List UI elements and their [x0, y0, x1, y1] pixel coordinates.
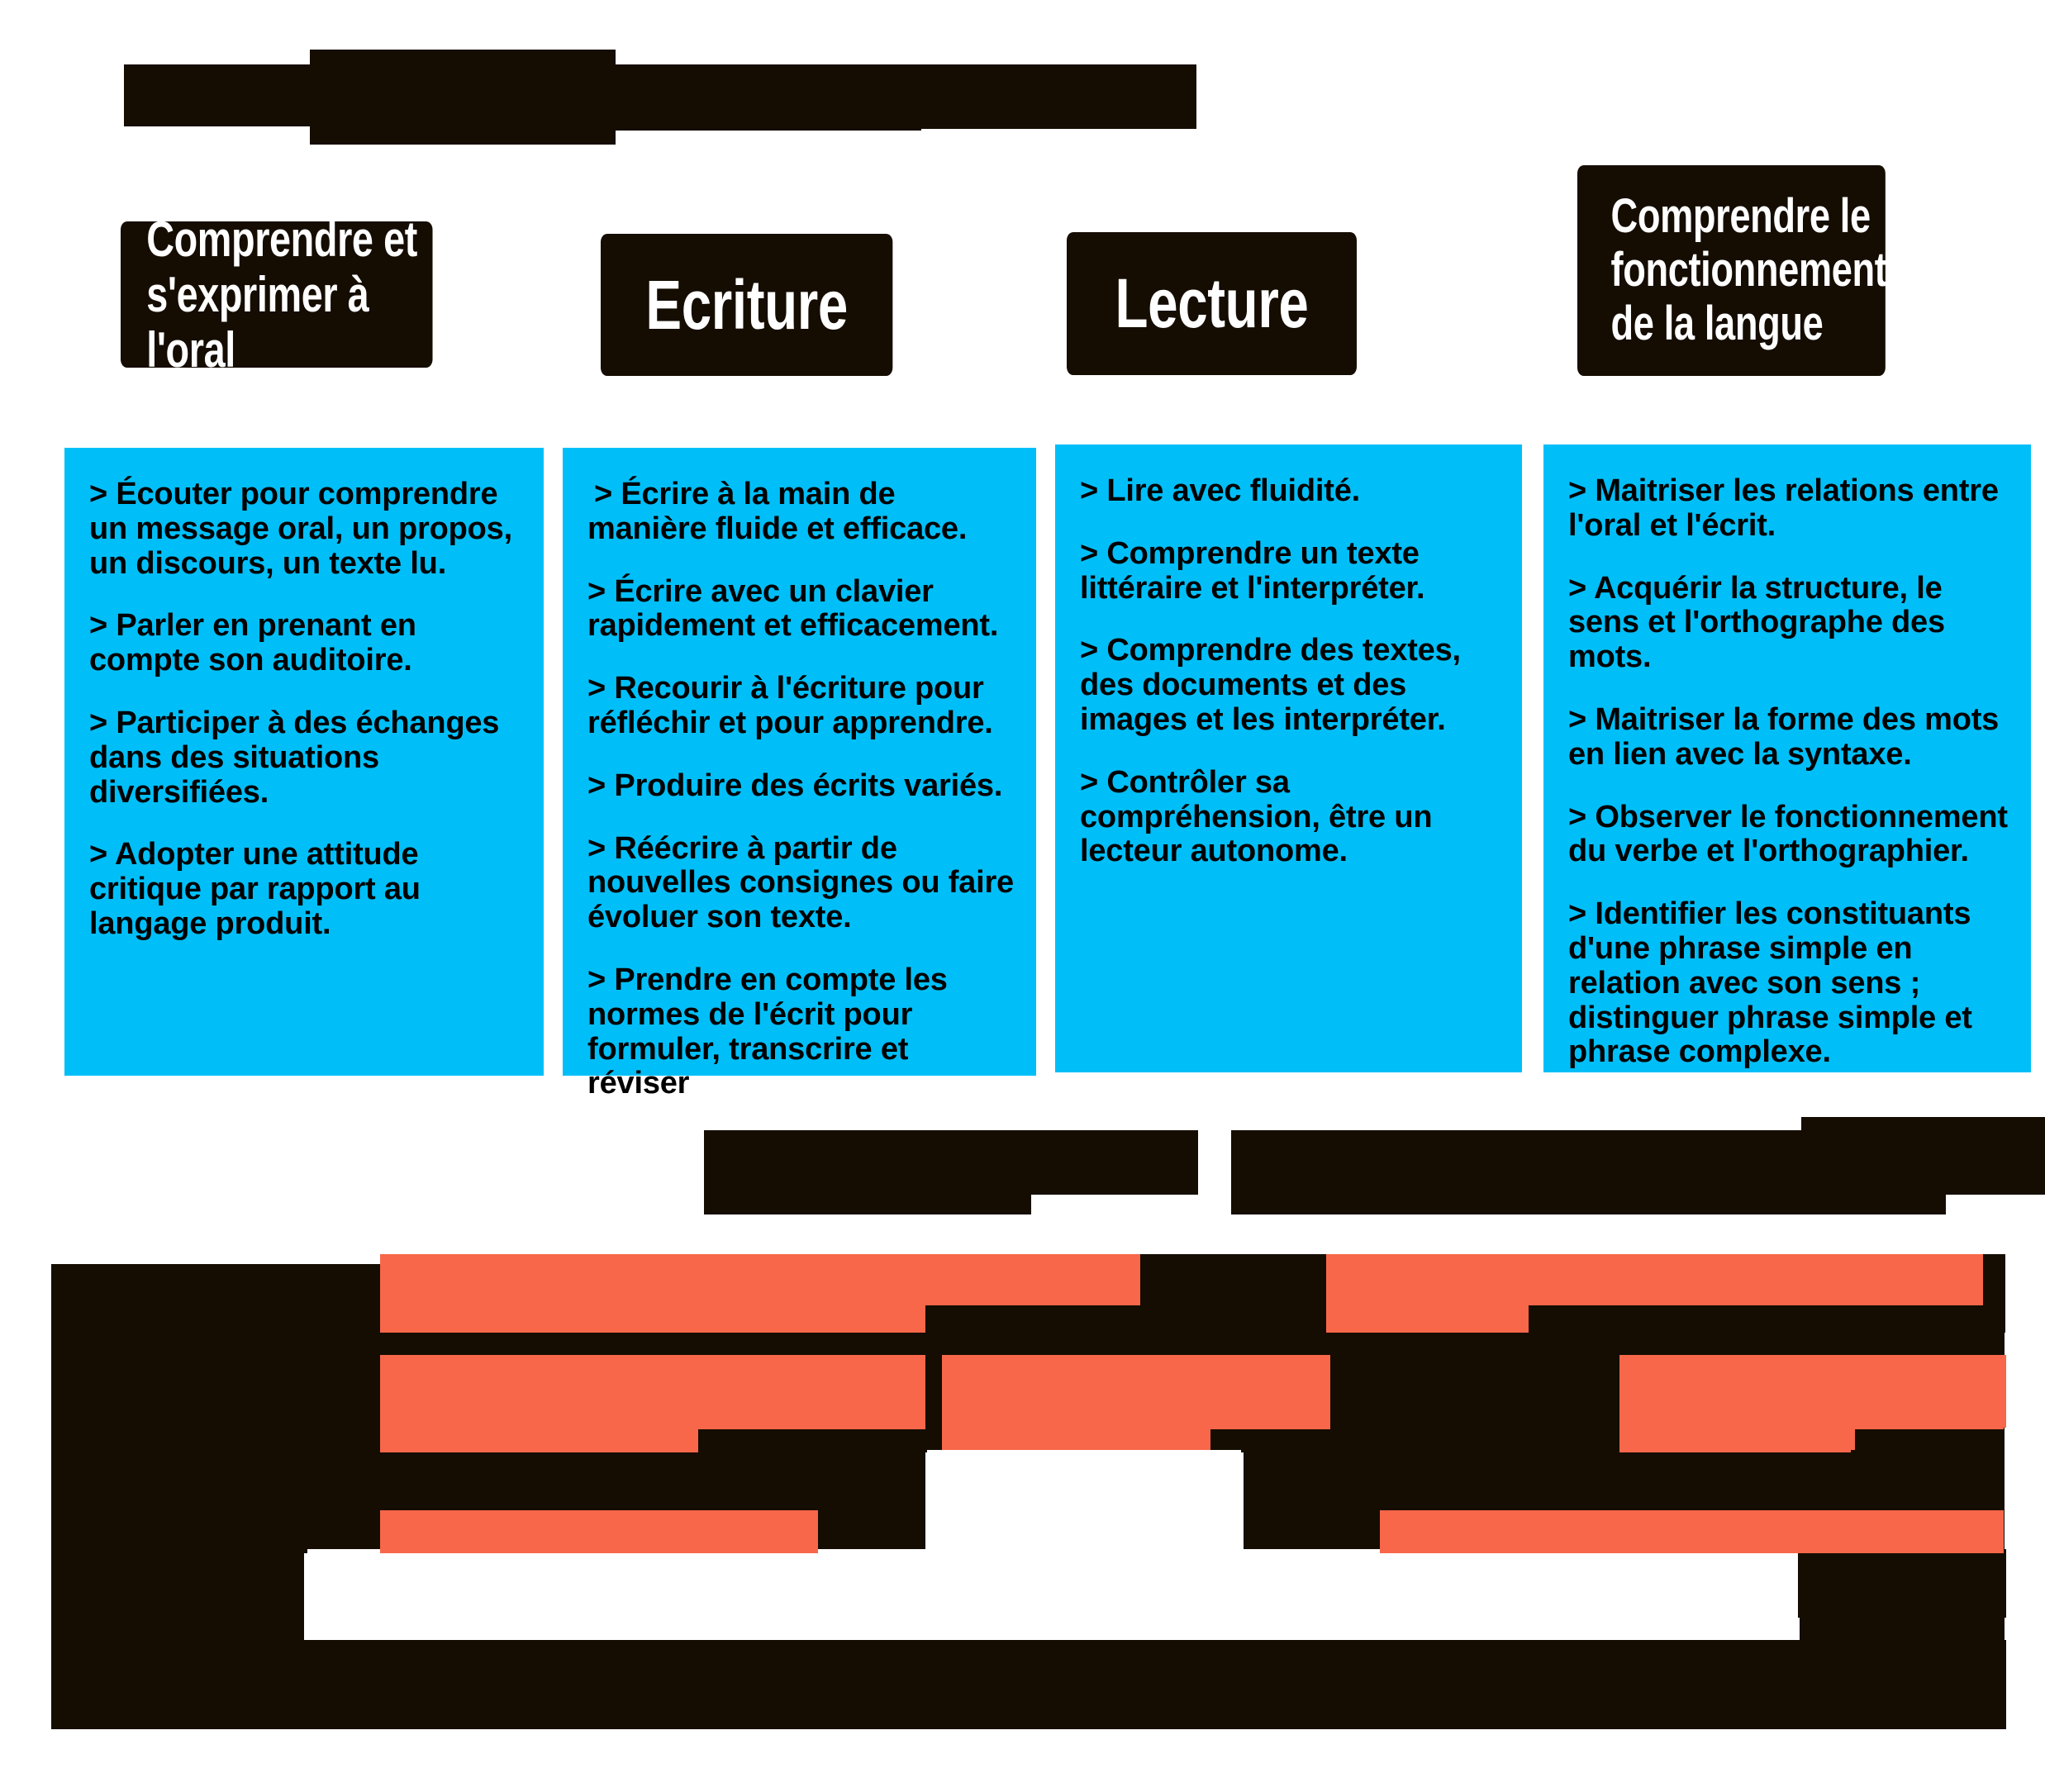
redaction-row1-gap — [1140, 1254, 1326, 1337]
competence-item: > Lire avec fluidité. — [1080, 473, 1360, 508]
competence-item: > Prendre en compte les normes de l'écri… — [587, 962, 948, 1101]
competence-item: > Participer à des échanges dans des sit… — [89, 705, 500, 810]
competence-item: > Observer le fonctionnement du verbe et… — [1568, 799, 2008, 869]
competence-item: > Adopter une attitude critique par rapp… — [89, 837, 421, 941]
redaction-row2-well — [927, 1450, 1241, 1553]
competence-column-langue: > Maitriser les relations entre l'oral e… — [1543, 444, 2031, 1072]
redaction-row2-cell3b — [1619, 1355, 1855, 1450]
competence-item: > Acquérir la structure, le sens et l'or… — [1568, 570, 1945, 675]
competence-item: > Parler en prenant en compte son audito… — [89, 608, 416, 678]
competence-item: > Maitriser les relations entre l'oral e… — [1568, 473, 1999, 543]
domain-header-langue[interactable]: Comprendre le fonctionnement de la langu… — [1577, 165, 1887, 376]
domain-header-langue-label: Comprendre le fonctionnement de la langu… — [1610, 189, 1887, 350]
domain-header-lecture-label: Lecture — [1115, 264, 1309, 343]
redaction-row3-left-black — [51, 1553, 304, 1642]
domain-header-oral-label: Comprendre et s'exprimer à l'oral — [146, 211, 417, 378]
competence-item: > Maitriser la forme des mots en lien av… — [1568, 701, 2000, 772]
redaction-row1-cell2b — [1326, 1254, 1529, 1333]
competence-column-ecriture: > Écrire à la main de manière fluide et … — [563, 448, 1036, 1100]
competence-item: > Comprendre un texte littéraire et l'in… — [1080, 535, 1425, 606]
redaction-bar-top-3 — [424, 64, 921, 131]
redaction-row3-right-black — [1798, 1553, 2006, 1618]
competence-item: > Écrire à la main de manière fluide et … — [587, 477, 968, 546]
domain-header-lecture[interactable]: Lecture — [1067, 232, 1357, 375]
domain-header-ecriture-label: Ecriture — [645, 265, 848, 344]
competence-item: > Réécrire à partir de nouvelles consign… — [587, 830, 1014, 935]
redaction-row3-sep-b — [304, 1553, 620, 1611]
domain-header-oral[interactable]: Comprendre et s'exprimer à l'oral — [121, 212, 433, 378]
redaction-bar-mid-2 — [704, 1130, 1031, 1214]
competence-item: > Écouter pour comprendre un message ora… — [89, 477, 512, 581]
competence-item: > Écrire avec un clavier rapidement et e… — [587, 573, 999, 644]
competence-item: > Recourir à l'écriture pour réfléchir e… — [587, 671, 993, 740]
competence-item: > Contrôler sa compréhension, être un le… — [1080, 764, 1433, 869]
competence-item: > Produire des écrits variés. — [587, 768, 1003, 803]
redaction-row2-cell2b — [942, 1355, 1210, 1450]
redaction-row2-cell1b — [380, 1355, 698, 1450]
competence-item: > Identifier les constituants d'une phra… — [1568, 896, 1972, 1070]
redaction-bar-mid-5 — [1801, 1117, 2045, 1195]
redaction-row4-black — [51, 1640, 2006, 1729]
domain-header-ecriture[interactable]: Ecriture — [601, 234, 893, 376]
competence-column-oral: > Écouter pour comprendre un message ora… — [64, 448, 544, 1076]
redaction-row1-cell1b — [380, 1254, 925, 1333]
competence-column-lecture: > Lire avec fluidité. > Comprendre un tex… — [1055, 444, 1522, 1072]
redaction-bar-top-4 — [920, 64, 1196, 129]
competence-item: > Comprendre des textes, des documents e… — [1080, 633, 1461, 737]
